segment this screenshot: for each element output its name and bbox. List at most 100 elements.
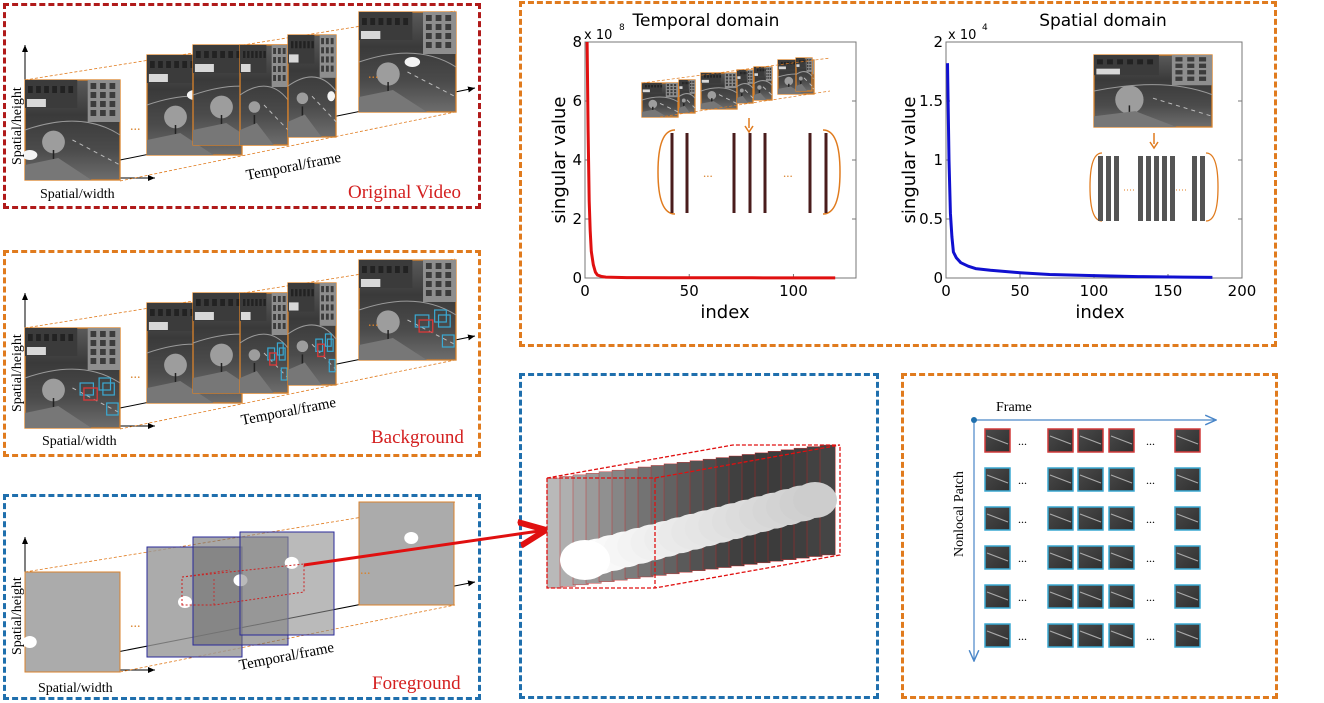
window [770, 70, 772, 73]
window [749, 79, 751, 82]
patch-grid-panel [901, 373, 1278, 699]
tree [210, 343, 233, 367]
singular-value-panel [519, 1, 1277, 347]
window [799, 59, 800, 63]
patch-cell [1077, 545, 1104, 570]
window [90, 340, 97, 346]
window [751, 79, 753, 82]
window [682, 81, 683, 85]
window [236, 51, 242, 58]
window [166, 61, 171, 68]
tree [164, 353, 187, 377]
ellipsis: ... [1146, 512, 1155, 526]
patch-lane-line [986, 435, 1009, 445]
patch-cell [1108, 467, 1135, 492]
foreground-title: Foreground [372, 673, 461, 694]
inset-frame [678, 79, 696, 114]
shop-light [148, 322, 168, 330]
window [808, 61, 810, 64]
x-tick-label: 50 [1010, 282, 1029, 300]
patch-lane-line [986, 591, 1009, 601]
window [282, 296, 286, 302]
window [291, 289, 294, 297]
window [228, 299, 234, 306]
window [766, 67, 768, 70]
patch-cell [1174, 584, 1201, 609]
matrix-bracket-right [822, 129, 841, 215]
window [370, 18, 376, 25]
patch-lane-line [1110, 630, 1133, 640]
video-frame [287, 282, 337, 386]
window [674, 93, 677, 96]
window [686, 81, 687, 85]
tree [648, 99, 658, 109]
window [44, 86, 49, 93]
window [263, 51, 266, 58]
patch-cell [1077, 467, 1104, 492]
window [182, 309, 188, 316]
window [273, 305, 276, 311]
ellipsis: ... [1018, 551, 1027, 565]
ellipsis: ... [1018, 512, 1027, 526]
spatial-y-multiplier-base: x 10 [948, 28, 976, 43]
window [220, 299, 225, 306]
pavement [737, 95, 749, 103]
series-line [946, 63, 1213, 279]
window [725, 77, 728, 80]
window [100, 110, 106, 116]
window [725, 83, 728, 86]
y-tick-label: 4 [572, 151, 582, 169]
patch-cell [1047, 467, 1074, 492]
patch-cell [1108, 623, 1135, 648]
patch-lane-line [986, 474, 1009, 484]
window [741, 71, 743, 75]
foreground-blob [284, 556, 299, 569]
window [751, 76, 753, 79]
window [719, 75, 722, 78]
window [725, 74, 728, 77]
window [740, 71, 741, 75]
window [330, 313, 334, 320]
window [757, 68, 758, 72]
window [435, 15, 442, 21]
patch-lane-line [1110, 435, 1133, 445]
tube-top-edge [546, 444, 841, 479]
window [311, 289, 314, 297]
patch-lane-line [986, 513, 1009, 523]
pavement [240, 371, 274, 393]
window [299, 289, 302, 297]
patch-lane-line [1110, 474, 1133, 484]
foreground-mask [239, 531, 335, 636]
ellipsis: ... [368, 315, 379, 330]
window [325, 47, 329, 54]
pavement [796, 83, 808, 91]
window [282, 48, 286, 54]
patch-lane-line [986, 552, 1009, 562]
window [693, 89, 695, 92]
window [674, 90, 677, 93]
window [758, 68, 760, 72]
window [1199, 63, 1207, 68]
patch-cell [984, 545, 1011, 570]
window [445, 15, 452, 21]
patch-cell [1108, 584, 1135, 609]
window [325, 304, 329, 311]
building-left [737, 70, 746, 80]
patch-cell [1047, 506, 1074, 531]
building-left [754, 67, 764, 77]
red-patch-box [317, 343, 326, 358]
patch-grid: .................................... [971, 417, 1216, 661]
window [746, 71, 748, 75]
window [804, 59, 806, 63]
window [1187, 70, 1195, 75]
window [691, 83, 693, 86]
patch-cell [1174, 506, 1201, 531]
window [748, 73, 749, 76]
window [749, 70, 751, 73]
window [247, 299, 250, 306]
window [751, 73, 753, 76]
window [243, 299, 246, 306]
down-arrow-icon [744, 118, 754, 134]
building-left [778, 60, 798, 70]
video-frame [287, 34, 337, 138]
